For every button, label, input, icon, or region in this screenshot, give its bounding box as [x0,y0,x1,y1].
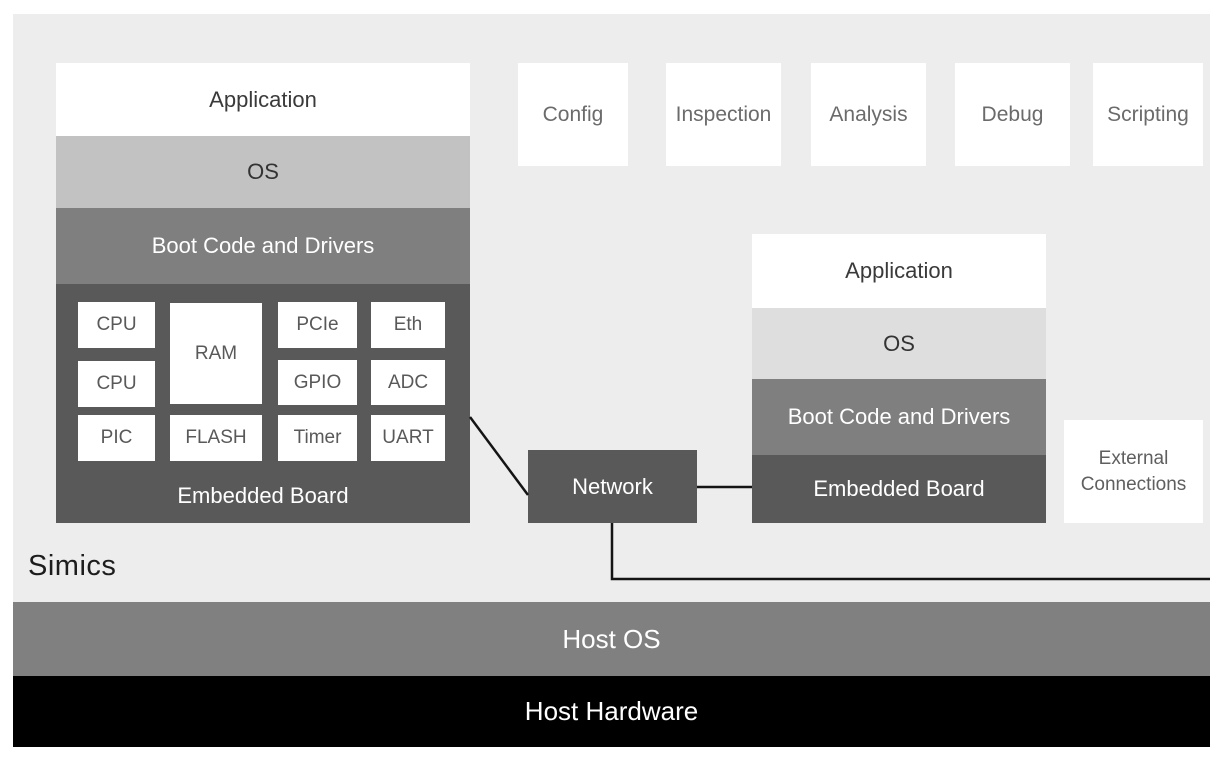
tool-config: Config [518,63,628,166]
component-adc: ADC [371,360,445,405]
right-os-layer: OS [752,308,1046,379]
component-eth: Eth [371,302,445,348]
external-connections-line1: External [1098,447,1169,469]
external-connections-box: External Connections [1064,420,1203,523]
component-gpio: GPIO [278,360,357,405]
left-os-layer: OS [56,136,470,208]
right-application-layer: Application [752,234,1046,308]
tool-scripting: Scripting [1093,63,1203,166]
tool-debug: Debug [955,63,1070,166]
left-boot-code-layer: Boot Code and Drivers [56,208,470,284]
tool-analysis: Analysis [811,63,926,166]
component-cpu-1: CPU [78,302,155,348]
left-application-layer: Application [56,63,470,136]
component-pic: PIC [78,415,155,461]
component-pcie: PCIe [278,302,357,348]
component-ram: RAM [170,303,262,404]
tool-inspection: Inspection [666,63,781,166]
left-embedded-board-label: Embedded Board [177,483,349,508]
host-hardware-band: Host Hardware [13,676,1210,747]
right-embedded-board: Embedded Board [752,455,1046,523]
simics-panel-label: Simics [28,550,117,582]
left-embedded-board: CPU CPU PIC RAM FLASH PCIe GPIO Timer Et… [56,284,470,523]
component-uart: UART [371,415,445,461]
component-cpu-2: CPU [78,361,155,407]
right-boot-code-layer: Boot Code and Drivers [752,379,1046,455]
network-node: Network [528,450,697,523]
component-timer: Timer [278,415,357,461]
component-flash: FLASH [170,415,262,461]
external-connections-line2: Connections [1080,473,1187,495]
host-os-band: Host OS [13,602,1210,676]
